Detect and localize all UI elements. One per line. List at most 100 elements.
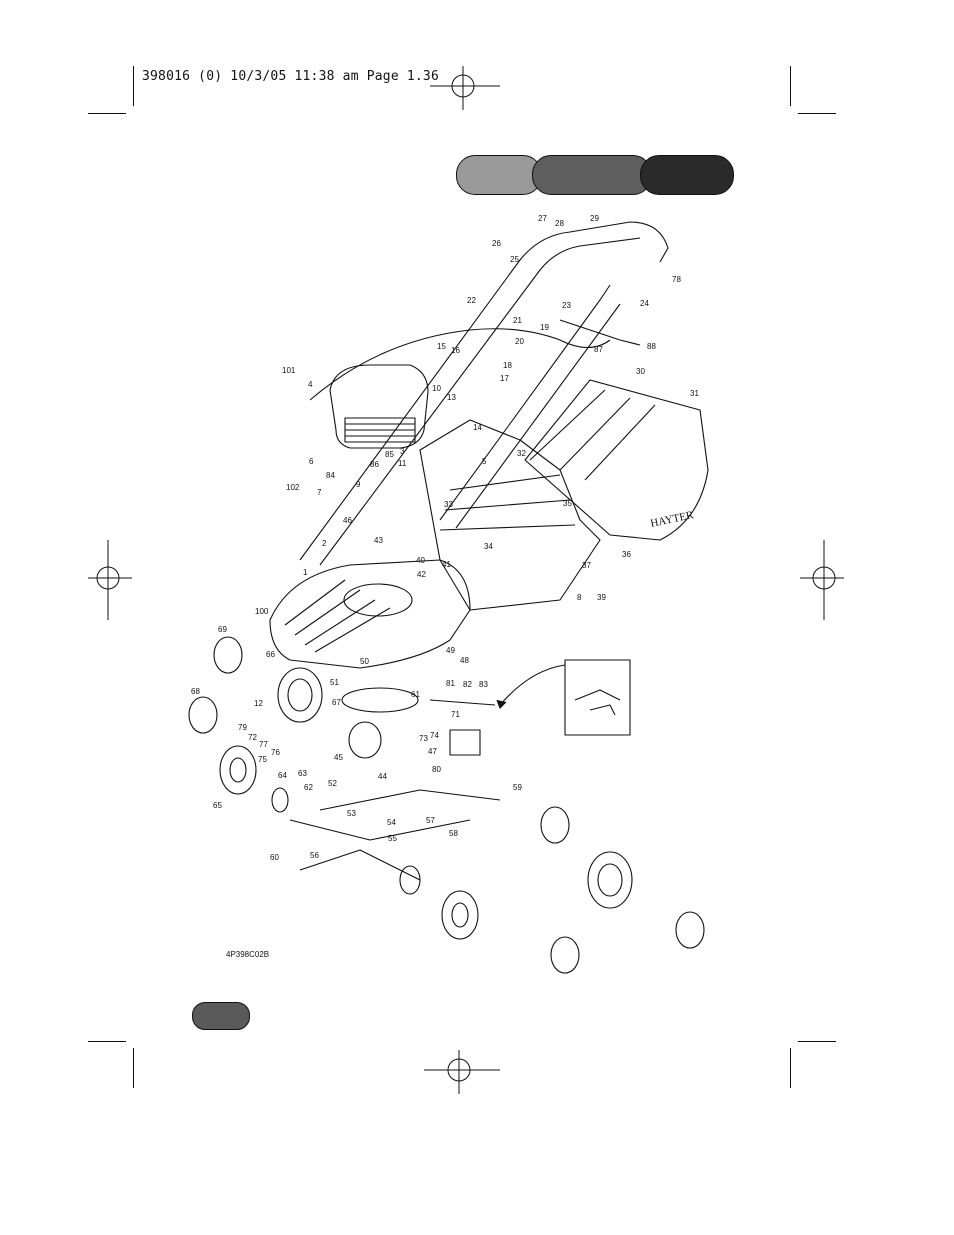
part-number-label: 54 (387, 818, 396, 827)
part-number-label: 28 (555, 219, 564, 228)
part-number-label: 75 (258, 755, 267, 764)
wheel (277, 667, 323, 723)
part-number-label: 45 (334, 753, 343, 762)
part-number-label: 34 (484, 542, 493, 551)
part-number-label: 32 (517, 449, 526, 458)
section-tab-light (456, 155, 542, 195)
wheel (441, 890, 479, 940)
part-number-label: 65 (213, 801, 222, 810)
page-number-tab (192, 1002, 250, 1030)
part-number-label: 46 (343, 516, 352, 525)
part-number-label: 23 (562, 301, 571, 310)
hubcap (675, 911, 705, 949)
part-number-label: 48 (460, 656, 469, 665)
part-number-label: 16 (451, 346, 460, 355)
diagram-code: 4P398C02B (226, 950, 270, 959)
part-number-label: 2 (322, 539, 327, 548)
part-number-label: 44 (378, 772, 387, 781)
section-tab-medium (532, 155, 652, 195)
handle-bar (439, 284, 611, 521)
part-number-label: 71 (451, 710, 460, 719)
part-number-label: 18 (503, 361, 512, 370)
handle-bar (319, 237, 641, 566)
part-number-label: 43 (374, 536, 383, 545)
part-number-label: 11 (398, 459, 407, 468)
part-number-label: 66 (266, 650, 275, 659)
part-number-label: 82 (463, 680, 472, 689)
part-number-label: 50 (360, 657, 369, 666)
registration-mark-bottom (424, 1050, 500, 1094)
part-number-label: 67 (332, 698, 341, 707)
part-number-label: 88 (647, 342, 656, 351)
part-number-label: 86 (370, 460, 379, 469)
part-number-label: 21 (513, 316, 522, 325)
blade-housing (343, 583, 413, 617)
part-number-label: 9 (356, 480, 361, 489)
part-number-label: 41 (442, 560, 451, 569)
part-number-label: 72 (248, 733, 257, 742)
part-number-label: 42 (417, 570, 426, 579)
part-number-label: 64 (278, 771, 287, 780)
part-number-label: 25 (510, 255, 519, 264)
crop-mark (790, 1048, 791, 1088)
rear-axle (289, 789, 501, 841)
part-number-label: 47 (428, 747, 437, 756)
brand-label: HAYTER (649, 509, 695, 530)
part-number-label: 35 (563, 499, 572, 508)
part-number-label: 13 (447, 393, 456, 402)
part-number-label: 87 (594, 345, 603, 354)
part-number-label: 12 (254, 699, 263, 708)
crop-mark (133, 66, 134, 106)
crop-mark (798, 1041, 836, 1042)
part-number-label: 8 (577, 593, 582, 602)
part-number-label: 26 (492, 239, 501, 248)
part-number-label: 100 (255, 607, 269, 616)
part-number-label: 10 (432, 384, 441, 393)
part-number-label: 37 (582, 561, 591, 570)
part-number-label: 55 (388, 834, 397, 843)
part-number-label: 68 (191, 687, 200, 696)
handle-bar (299, 221, 669, 561)
part-number-label: 3 (400, 447, 405, 456)
crop-mark (790, 66, 791, 106)
part-number-label: 81 (446, 679, 455, 688)
part-number-label: 40 (416, 556, 425, 565)
part-number-label: 80 (432, 765, 441, 774)
part-number-label: 5 (482, 457, 487, 466)
crop-mark (88, 1041, 126, 1042)
part-number-label: 69 (218, 625, 227, 634)
part-number-label: 49 (446, 646, 455, 655)
section-tab-dark (640, 155, 734, 195)
part-number-label: 39 (597, 593, 606, 602)
part-number-label: 83 (479, 680, 488, 689)
crop-mark (798, 113, 836, 114)
handle-bar (455, 303, 621, 529)
control-cable (309, 328, 611, 401)
detail-arrow (499, 664, 566, 706)
part-number-label: 79 (238, 723, 247, 732)
part-number-label: 31 (690, 389, 699, 398)
part-number-label: 29 (590, 214, 599, 223)
part-number-label: 85 (385, 450, 394, 459)
hubcap (188, 696, 218, 734)
part-number-label: 102 (286, 483, 300, 492)
crop-mark (88, 113, 126, 114)
part-number-label: 6 (309, 457, 314, 466)
registration-mark-right (800, 540, 844, 620)
wheel (219, 745, 257, 795)
part-number-label: 19 (540, 323, 549, 332)
part-number-label: 56 (310, 851, 319, 860)
part-number-label: 22 (467, 296, 476, 305)
registration-mark-top (430, 66, 500, 110)
part-number-label: 24 (640, 299, 649, 308)
part-number-label: 33 (444, 500, 453, 509)
part-number-label: 15 (437, 342, 446, 351)
part-number-label: 52 (328, 779, 337, 788)
chassis-frame (419, 419, 601, 611)
part-number-label: 60 (270, 853, 279, 862)
part-number-label: 63 (298, 769, 307, 778)
part-number-label: 74 (430, 731, 439, 740)
part-number-label: 78 (672, 275, 681, 284)
